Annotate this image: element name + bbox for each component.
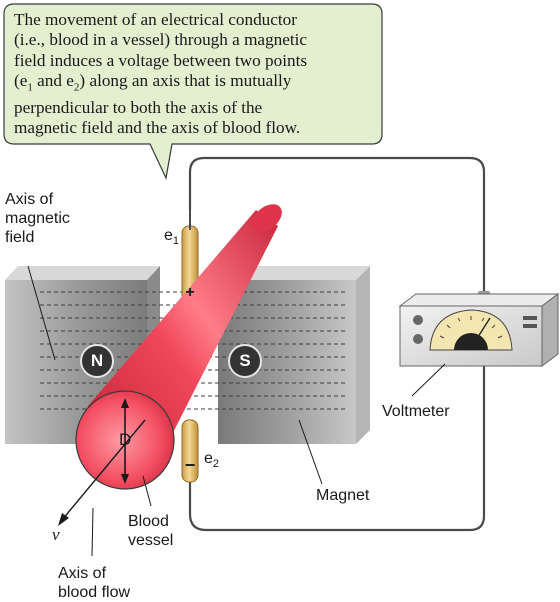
voltmeter-label: Voltmeter (382, 403, 450, 420)
callout-line: (e1 and e2) along an axis that is mutual… (14, 71, 372, 98)
callout-line4-text: along an axis that is mutually (89, 70, 292, 90)
pole-n: N (80, 344, 114, 378)
plus-sign: + (185, 284, 195, 301)
e2-subscript: 2 (212, 458, 220, 471)
axis-field-label: Axis of magnetic field (5, 190, 70, 247)
callout-e-prefix: (e (14, 70, 28, 90)
callout-line: field induces a voltage between two poin… (14, 50, 308, 70)
diameter-arrow (121, 398, 129, 484)
axis-field-line: field (5, 229, 35, 246)
electrode-e2 (181, 419, 199, 483)
flow-axis-arrow (58, 419, 146, 526)
minus-sign: − (184, 455, 196, 475)
pole-s: S (228, 344, 262, 378)
e1-letter: e (164, 227, 173, 244)
callout-line: The movement of an electrical conductor (14, 10, 297, 29)
blood-vessel-label: Blood vessel (128, 512, 173, 550)
callout-e-and: and e (32, 70, 74, 90)
leader-lines (27, 265, 446, 557)
blood-vessel-line: vessel (128, 532, 174, 549)
callout-sub-1: 1 (27, 81, 33, 94)
axis-flow-line: Axis of (58, 565, 107, 582)
magnet-label: Magnet (316, 487, 370, 504)
circuit-wire (188, 156, 486, 532)
axis-flow-label: Axis of blood flow (58, 564, 130, 602)
velocity-label: v (52, 525, 60, 544)
callout-bubble (3, 3, 383, 180)
diameter-label: D (119, 430, 132, 449)
callout-text: The movement of an electrical conductor … (4, 3, 382, 144)
callout-e-close: ) (79, 70, 86, 90)
axis-flow-line: blood flow (58, 584, 131, 601)
voltmeter (398, 291, 560, 367)
blood-vessel-line: Blood (128, 513, 169, 530)
e2-label: e2 (204, 449, 219, 474)
callout-line: (i.e., blood in a vessel) through a magn… (14, 30, 308, 50)
e1-subscript: 1 (172, 235, 180, 248)
callout-sub-2: 2 (73, 81, 80, 94)
callout-line: perpendicular to both the axis of the (14, 97, 263, 117)
axis-field-line: Axis of (5, 191, 54, 208)
e2-letter: e (204, 450, 213, 467)
callout-line: magnetic field and the axis of blood flo… (14, 117, 301, 137)
e1-label: e1 (164, 226, 179, 251)
axis-field-line: magnetic (5, 210, 70, 227)
